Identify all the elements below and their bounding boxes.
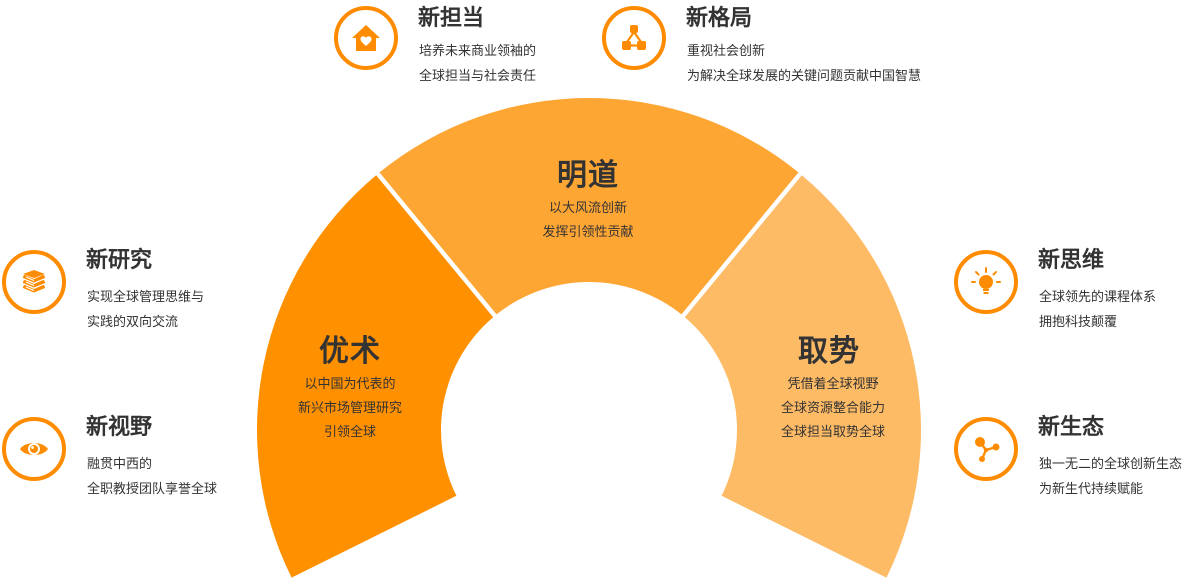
- segment-youshu: [256, 175, 494, 578]
- segment-desc-youshu: 以中国为代表的 新兴市场管理研究 引领全球: [240, 373, 460, 445]
- segment-desc-mingdao: 以大风流创新 发挥引领性贡献: [478, 197, 698, 245]
- segment-desc-qushi: 凭借着全球视野 全球资源整合能力 全球担当取势全球: [723, 373, 943, 445]
- feature-title: 新格局: [686, 5, 753, 31]
- feature-line: 拥抱科技颠覆: [1039, 315, 1118, 330]
- feature-line: 培养未来商业领袖的: [419, 44, 537, 59]
- feature-icon-circle: [954, 417, 1018, 481]
- feature-title: 新担当: [418, 5, 485, 31]
- feature-line: 全职教授团队享誉全球: [87, 482, 218, 497]
- segment-title-qushi: 取势: [798, 334, 860, 369]
- feature-title: 新生态: [1038, 414, 1105, 440]
- feature-line: 为解决全球发展的关键问题贡献中国智慧: [687, 69, 922, 84]
- feature-icon-circle: [2, 250, 66, 314]
- feature-line: 实践的双向交流: [87, 315, 179, 330]
- feature-line: 全球担当与社会责任: [419, 69, 537, 84]
- feature-icon-circle: [602, 6, 666, 70]
- segment-line: 引领全球: [323, 425, 376, 440]
- feature-icon-circle: [954, 250, 1018, 314]
- network-icon: [622, 25, 646, 50]
- feature-line: 实现全球管理思维与: [87, 290, 205, 305]
- lightbulb-icon: [971, 267, 1001, 294]
- segment-line: 以大风流创新: [548, 201, 627, 216]
- segment-title-mingdao: 明道: [557, 158, 619, 193]
- segment-line: 新兴市场管理研究: [297, 401, 402, 416]
- segment-line: 凭借着全球视野: [787, 377, 879, 392]
- segment-qushi: [684, 175, 922, 578]
- segment-mingdao: [379, 97, 799, 315]
- segment-line: 全球担当取势全球: [780, 425, 885, 440]
- feature-line: 全球领先的课程体系: [1039, 290, 1157, 305]
- feature-title: 新研究: [86, 247, 153, 273]
- feature-icon-circle: [2, 417, 66, 481]
- feature-icon-circle: [334, 6, 398, 70]
- segment-line: 以中国为代表的: [304, 377, 396, 392]
- segment-line: 发挥引领性贡献: [542, 225, 634, 240]
- feature-title: 新视野: [86, 414, 153, 440]
- molecule-icon: [975, 437, 1000, 462]
- house-heart-icon: [352, 25, 380, 51]
- feature-line: 重视社会创新: [687, 44, 766, 59]
- feature-line: 独一无二的全球创新生态: [1039, 457, 1183, 472]
- segment-title-youshu: 优术: [319, 334, 381, 369]
- feature-line: 融贯中西的: [87, 457, 153, 472]
- feature-line: 为新生代持续赋能: [1039, 482, 1144, 497]
- segment-line: 全球资源整合能力: [780, 401, 885, 416]
- feature-title: 新思维: [1038, 247, 1105, 273]
- books-icon: [23, 270, 45, 293]
- eye-icon: [20, 443, 48, 455]
